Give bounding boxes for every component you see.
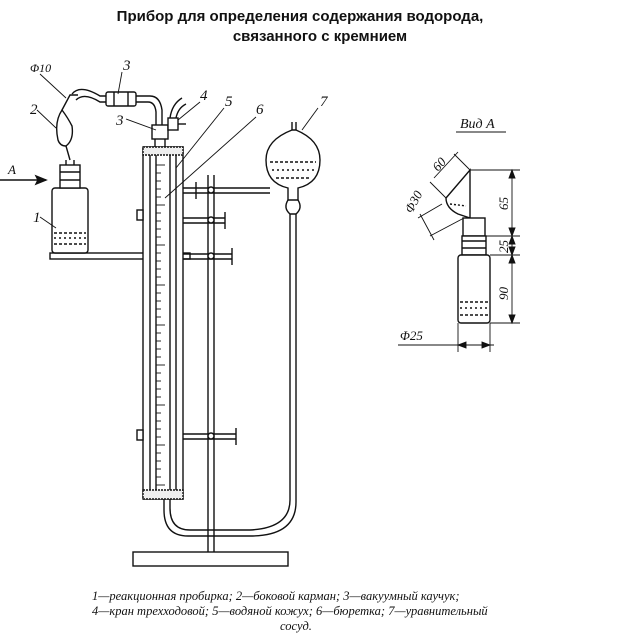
leader-lines — [36, 71, 319, 229]
dim-25: 25 — [496, 240, 511, 254]
label-5: 5 — [225, 94, 233, 110]
water-jacket — [142, 146, 184, 500]
vacuum-rubber-tube — [71, 88, 163, 125]
burette — [155, 155, 171, 490]
three-way-cock — [151, 97, 187, 147]
label-3-top: 3 — [122, 58, 131, 74]
label-7: 7 — [320, 94, 329, 110]
stand — [132, 175, 289, 567]
side-pocket — [55, 94, 78, 161]
label-phi10: Φ10 — [30, 61, 51, 75]
label-3-cock: 3 — [115, 113, 124, 129]
label-2: 2 — [30, 102, 38, 118]
view-a-dimensions — [398, 151, 520, 352]
caption-line-1: 1—реакционная пробирка; 2—боковой карман… — [92, 589, 460, 603]
dim-90: 90 — [496, 287, 511, 301]
label-6: 6 — [256, 102, 264, 118]
leveling-vessel — [163, 122, 321, 537]
reaction-tube — [49, 160, 191, 260]
diagram-title-line-2: связанного с кремнием — [232, 28, 408, 45]
dim-65: 65 — [496, 197, 511, 211]
diagram-title-line-1: Прибор для определения содержания водоро… — [116, 8, 484, 25]
dim-phi30: Φ30 — [401, 188, 425, 216]
view-a-arrow — [0, 174, 48, 186]
label-arrow-a: A — [7, 162, 16, 177]
view-a-title: Вид A — [460, 117, 495, 132]
dim-60: 60 — [429, 154, 449, 174]
label-4: 4 — [200, 88, 208, 104]
caption-line-2: 4—кран трехходовой; 5—водяной кожух; 6—б… — [92, 604, 488, 618]
label-1: 1 — [33, 210, 41, 226]
dim-phi25: Φ25 — [400, 328, 423, 343]
caption-line-3: сосуд. — [280, 619, 312, 633]
view-a-detail — [445, 168, 491, 324]
